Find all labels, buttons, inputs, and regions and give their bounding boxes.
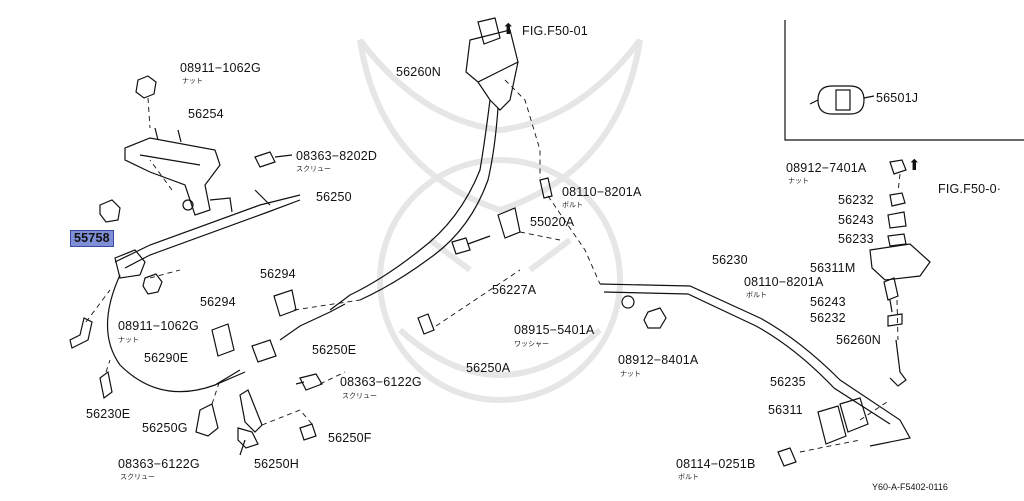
label-55758-highlighted[interactable]: 55758 (70, 230, 114, 247)
bracket-56250H (239, 389, 263, 433)
clip-56230E (99, 370, 113, 400)
sublabel-bolt-top: ボルト (562, 201, 583, 209)
pin-56260N (889, 339, 907, 387)
nut-mid (142, 273, 163, 295)
sublabel-nut-inset: ナット (788, 177, 809, 185)
screw-6122G-mid (295, 373, 323, 391)
nut-8401A (643, 307, 667, 329)
sublabel-screw-top: スクリュー (296, 165, 331, 173)
label-08363-6122G-bottom: 08363−6122G (118, 457, 200, 471)
sublabel-screw-mid: スクリュー (342, 392, 377, 400)
pivot-housing (114, 249, 146, 279)
label-56232-b: 56232 (810, 311, 846, 325)
label-56311: 56311 (768, 403, 803, 417)
clip-56294-b (211, 323, 235, 357)
label-56233: 56233 (838, 232, 874, 246)
label-56294-a: 56294 (260, 267, 296, 281)
label-56243-a: 56243 (838, 213, 874, 227)
bracket-56311 (817, 405, 847, 445)
label-08363-8202D: 08363−8202D (296, 149, 378, 163)
nut-7401A (889, 159, 907, 175)
watermark-emblem (357, 38, 643, 403)
sublabel-nut-mid: ナット (118, 336, 139, 344)
label-56235: 56235 (770, 375, 806, 389)
label-56290E: 56290E (144, 351, 189, 365)
clip-56294-a (273, 289, 297, 317)
label-08912-8401A: 08912−8401A (618, 353, 699, 367)
bolt-56250A (417, 313, 435, 335)
label-08912-7401A: 08912−7401A (786, 161, 867, 175)
rod-56230 (599, 283, 911, 447)
clip-56250E (251, 339, 277, 363)
label-56260N-top: 56260N (396, 65, 441, 79)
label-08911-1062G-top: 08911−1062G (180, 61, 261, 75)
label-56294-b: 56294 (200, 295, 236, 309)
washer-5401A (621, 295, 635, 309)
label-56311M: 56311M (810, 261, 856, 275)
cable-56250 (114, 189, 301, 263)
arrow-up-icon: ⬆ (502, 20, 515, 38)
bolt-8201A-top (539, 177, 553, 199)
label-56250E: 56250E (312, 343, 357, 357)
sublabel-screw-bottom: スクリュー (120, 473, 155, 481)
label-56260N-right: 56260N (836, 333, 881, 347)
label-56232-a: 56232 (838, 193, 874, 207)
sublabel-washer: ワッシャー (514, 340, 549, 348)
inset-frame (784, 20, 1024, 141)
cable-loop (106, 274, 246, 393)
bushing-56235 (839, 397, 869, 433)
sublabel-nut-right: ナット (620, 370, 641, 378)
shift-lever-56260N (329, 17, 519, 311)
nut-top (135, 75, 157, 99)
screw-8202D (254, 151, 293, 168)
label-08110-8201A-right: 08110−8201A (744, 275, 824, 289)
bracket-56290E (69, 317, 93, 349)
sublabel-bolt-right: ボルト (746, 291, 767, 299)
clip-56250G (195, 403, 219, 437)
label-08363-6122G-mid: 08363−6122G (340, 375, 422, 389)
label-08114-0251B: 08114−0251B (676, 457, 756, 471)
label-56250H: 56250H (254, 457, 299, 471)
cap-55758 (99, 199, 121, 223)
plate-56311M (869, 243, 931, 281)
label-56250G: 56250G (142, 421, 188, 435)
bolt-56227A (451, 235, 491, 255)
screw-6122G-bottom (237, 427, 259, 456)
diagram-code: Y60-A-F5402-0116 (872, 482, 948, 492)
clip-56250F (299, 423, 317, 441)
arrow-up-right-icon: ⬆ (908, 156, 921, 174)
label-55020A: 55020A (530, 215, 575, 229)
label-56230: 56230 (712, 253, 748, 267)
label-56230E: 56230E (86, 407, 131, 421)
label-08911-1062G-mid: 08911−1062G (118, 319, 199, 333)
stack-parts (887, 192, 907, 247)
label-56250A: 56250A (466, 361, 511, 375)
label-56227A: 56227A (492, 283, 537, 297)
label-56501J: 56501J (876, 91, 919, 105)
label-56243-b: 56243 (810, 295, 846, 309)
bracket-56254 (124, 127, 221, 216)
bolt-0251B (777, 447, 797, 467)
label-08915-5401A: 08915−5401A (514, 323, 595, 337)
label-56254: 56254 (188, 107, 224, 121)
sublabel-nut-top: ナット (182, 77, 203, 85)
sublabel-bolt-bottom: ボルト (678, 473, 699, 481)
figure-ref-right[interactable]: FIG.F50-0· (938, 182, 1002, 196)
label-56250F: 56250F (328, 431, 372, 445)
label-08110-8201A-top: 08110−8201A (562, 185, 642, 199)
joint-right (883, 277, 903, 327)
label-56250: 56250 (316, 190, 352, 204)
clip-56501J (809, 85, 875, 115)
figure-ref-top[interactable]: FIG.F50-01 (522, 24, 588, 38)
